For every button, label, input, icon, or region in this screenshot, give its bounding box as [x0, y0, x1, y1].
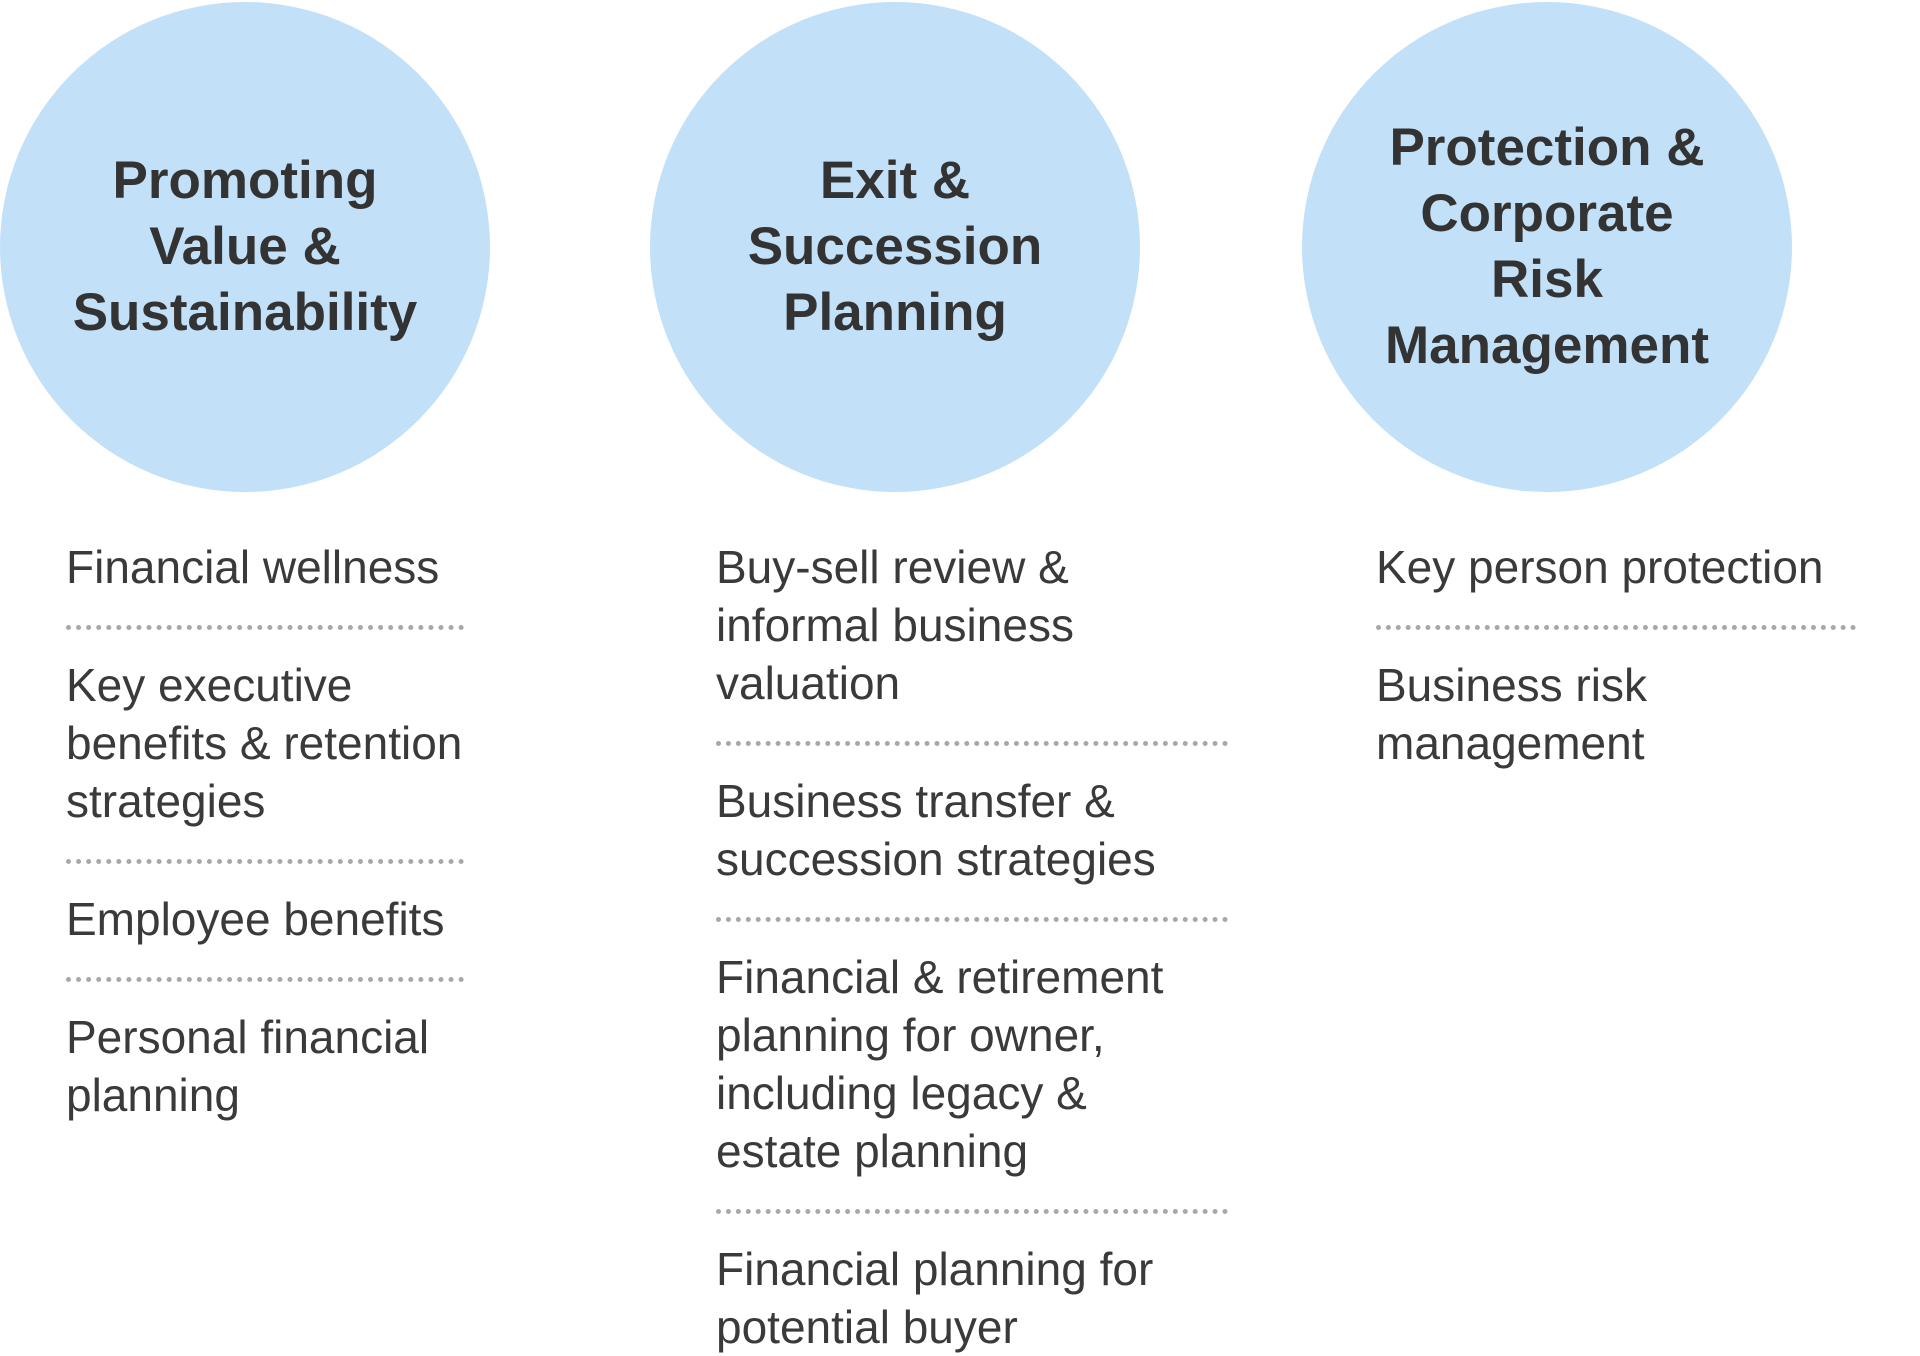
service-item: Key person protection [1376, 541, 1824, 593]
dotted-divider [716, 741, 1228, 746]
category-title: Exit & Succession Planning [747, 151, 1043, 342]
category-circle: Promoting Value & Sustainability [0, 2, 490, 492]
service-item: Financial & retirement planning for owne… [716, 951, 1164, 1177]
service-item: Key executive benefits & retention strat… [66, 659, 463, 827]
dotted-divider [716, 1209, 1228, 1214]
service-list: Financial wellness Key executive benefit… [66, 538, 464, 1124]
service-item: Personal financial planning [66, 1011, 430, 1121]
dotted-divider [716, 917, 1228, 922]
service-item: Business risk management [1376, 659, 1647, 769]
dotted-divider [66, 859, 464, 864]
service-item: Buy-sell review & informal business valu… [716, 541, 1074, 709]
service-list: Key person protection Business risk mana… [1376, 538, 1856, 772]
category-circle: Protection & Corporate Risk Management [1302, 2, 1792, 492]
category-title: Protection & Corporate Risk Management [1385, 118, 1709, 375]
dotted-divider [1376, 625, 1856, 630]
dotted-divider [66, 977, 464, 982]
service-item: Business transfer & succession strategie… [716, 775, 1156, 885]
service-item: Financial wellness [66, 541, 440, 593]
category-circle: Exit & Succession Planning [650, 2, 1140, 492]
service-list: Buy-sell review & informal business valu… [716, 538, 1228, 1356]
service-item: Financial planning for potential buyer [716, 1243, 1154, 1353]
service-item: Employee benefits [66, 893, 445, 945]
category-title: Promoting Value & Sustainability [72, 151, 418, 342]
dotted-divider [66, 625, 464, 630]
